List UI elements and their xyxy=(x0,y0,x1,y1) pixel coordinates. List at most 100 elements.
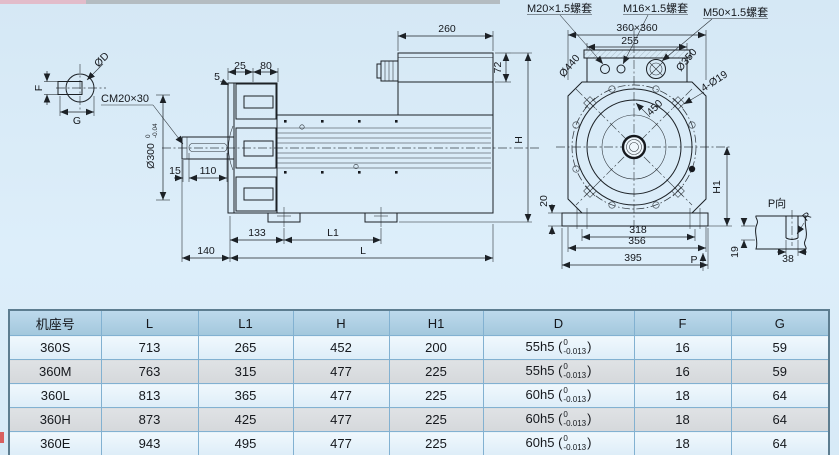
cell-g: 64 xyxy=(730,431,830,455)
cell-l: 713 xyxy=(100,335,199,360)
header-h1: H1 xyxy=(388,309,484,336)
dim-25: 25 xyxy=(234,60,246,72)
cell-h1: 225 xyxy=(388,359,484,384)
header-f: F xyxy=(633,309,732,336)
dim-shaft-diameter: ØD xyxy=(92,50,112,70)
dim-38: 38 xyxy=(782,253,794,265)
cell-h: 477 xyxy=(292,383,390,408)
header-g: G xyxy=(730,309,830,336)
dim-flange-tol-bot: -0.04 xyxy=(152,123,159,138)
label-center-hole: CM20×30 xyxy=(101,93,149,105)
cell-g: 64 xyxy=(730,383,830,408)
header-h: H xyxy=(292,309,390,336)
dim-395: 395 xyxy=(624,252,642,264)
cell-f: 18 xyxy=(633,383,732,408)
cell-f: 18 xyxy=(633,407,732,432)
dim-key-g: G xyxy=(73,115,81,127)
cell-l: 813 xyxy=(100,383,199,408)
dim-15: 15 xyxy=(169,165,181,177)
top-strip-pink xyxy=(0,0,86,4)
technical-drawing: ØD F G xyxy=(33,2,814,271)
cell-l1: 315 xyxy=(197,359,294,384)
header-l1: L1 xyxy=(197,309,294,336)
p-direction-detail: P向 R 19 38 xyxy=(729,196,814,265)
header-l: L xyxy=(100,309,199,336)
corner-hole-marks xyxy=(583,96,685,198)
cell-d: 60h5 (0-0.013) xyxy=(482,431,635,455)
label-m50-gland: M50×1.5螺套 xyxy=(703,6,768,19)
dim-133: 133 xyxy=(248,227,266,239)
motor-front-view: M20×1.5螺套 M16×1.5螺套 M50×1.5螺套 360×360 25… xyxy=(527,2,768,271)
cell-f: 16 xyxy=(633,335,732,360)
dim-72: 72 xyxy=(492,62,504,74)
cell-l: 943 xyxy=(100,431,199,455)
red-edge-mark xyxy=(0,432,4,443)
dim-flange-diameter: Ø300 xyxy=(145,143,157,169)
header-frame-size: 机座号 xyxy=(8,309,102,336)
motor-side-view: CM20×30 Ø300 0 -0.04 5 25 80 xyxy=(101,23,540,262)
p-view-title: P向 xyxy=(768,196,786,210)
cell-frame-size: 360S xyxy=(8,335,102,360)
dim-h1: H1 xyxy=(711,180,723,194)
cell-d: 60h5 (0-0.013) xyxy=(482,407,635,432)
dim-square: 360×360 xyxy=(616,22,657,34)
cell-f: 16 xyxy=(633,359,732,384)
label-m16-gland: M16×1.5螺套 xyxy=(623,2,688,15)
table-header-row: 机座号 L L1 H H1 D F G xyxy=(8,309,830,336)
dim-19: 19 xyxy=(729,246,741,258)
label-p-direction: P xyxy=(690,254,697,266)
cell-l: 873 xyxy=(100,407,199,432)
dim-l: L xyxy=(360,245,366,257)
header-d: D xyxy=(482,309,635,336)
cell-h1: 200 xyxy=(388,335,484,360)
dim-80: 80 xyxy=(260,60,272,72)
cell-h: 477 xyxy=(292,359,390,384)
cell-h: 477 xyxy=(292,431,390,455)
cell-d: 55h5 (0-0.013) xyxy=(482,335,635,360)
dim-260: 260 xyxy=(438,23,456,35)
cell-l: 763 xyxy=(100,359,199,384)
dim-318: 318 xyxy=(629,224,647,236)
dim-140: 140 xyxy=(197,245,215,257)
shaft-section-detail: ØD F G xyxy=(33,50,112,127)
dim-5: 5 xyxy=(214,71,220,83)
cell-l1: 365 xyxy=(197,383,294,408)
dim-flange-tol-top: 0 xyxy=(145,134,152,138)
cell-l1: 495 xyxy=(197,431,294,455)
cell-frame-size: 360M xyxy=(8,359,102,384)
dim-corner-holes: 4-Ø19 xyxy=(699,68,730,94)
dim-l1: L1 xyxy=(327,227,339,239)
cell-g: 59 xyxy=(730,335,830,360)
cell-d: 60h5 (0-0.013) xyxy=(482,383,635,408)
dim-440: Ø440 xyxy=(557,52,583,80)
cell-h1: 225 xyxy=(388,431,484,455)
cell-frame-size: 360L xyxy=(8,383,102,408)
top-strip-gray xyxy=(86,0,500,4)
dim-20: 20 xyxy=(538,195,550,207)
dim-450: 450 xyxy=(644,97,665,118)
dim-110: 110 xyxy=(200,165,217,177)
cell-d: 55h5 (0-0.013) xyxy=(482,359,635,384)
dim-356: 356 xyxy=(628,235,646,247)
cell-g: 64 xyxy=(730,407,830,432)
cell-l1: 425 xyxy=(197,407,294,432)
cell-h: 452 xyxy=(292,335,390,360)
cell-f: 18 xyxy=(633,431,732,455)
dim-255: 255 xyxy=(621,35,639,47)
bolt-holes xyxy=(572,85,696,209)
bolt-dots xyxy=(284,120,398,174)
cell-h1: 225 xyxy=(388,407,484,432)
cell-frame-size: 360E xyxy=(8,431,102,455)
label-m20-gland: M20×1.5螺套 xyxy=(527,2,592,15)
dim-r: R xyxy=(800,209,814,223)
cell-g: 59 xyxy=(730,359,830,384)
cell-h1: 225 xyxy=(388,383,484,408)
